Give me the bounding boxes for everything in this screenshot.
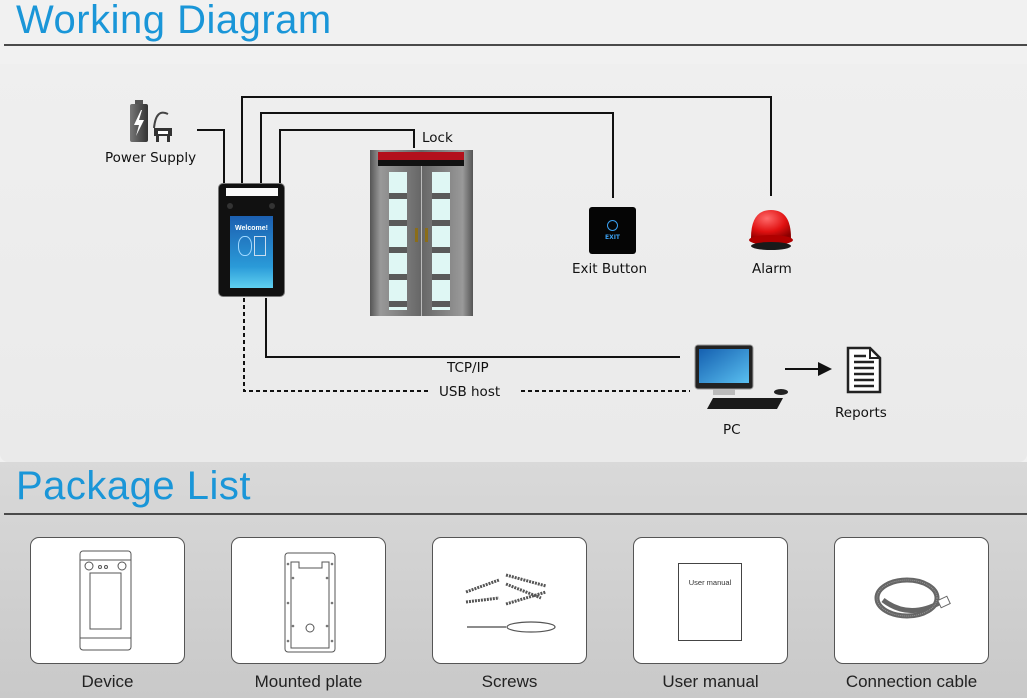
device-screen: Welcome! (230, 216, 273, 288)
door-split (421, 166, 422, 316)
tcp-ip-label: TCP/IP (447, 360, 489, 376)
package-label-user-manual: User manual (662, 672, 759, 691)
alarm-siren-icon (749, 210, 793, 250)
usb-host-label: USB host (439, 384, 501, 400)
exit-button-wire (260, 112, 614, 198)
package-label-device: Device (81, 672, 134, 691)
device-light-bar (226, 188, 278, 196)
title-divider (4, 44, 1027, 46)
package-item-user-manual: User manual (633, 537, 788, 664)
device-outline-icon (79, 550, 132, 651)
power-wire (197, 129, 225, 183)
reports-arrow-head (818, 362, 832, 376)
working-diagram-title: Working Diagram (16, 0, 332, 42)
door-handle-right (425, 228, 428, 242)
package-item-mounted-plate (231, 537, 386, 664)
manual-booklet-icon: User manual (678, 563, 742, 641)
lock-wire (279, 129, 415, 183)
pc-icon (694, 344, 788, 409)
wiring-lines (197, 96, 832, 392)
package-item-connection-cable (834, 537, 989, 664)
power-supply-icon (130, 100, 172, 142)
face-outline-icon (238, 236, 252, 256)
door-handle-left (415, 228, 418, 242)
tcpip-wire (265, 298, 680, 358)
door-outline-icon (254, 236, 266, 256)
package-list-title: Package List (16, 464, 252, 508)
package-label-screws: Screws (481, 672, 538, 691)
door-right-windows (432, 172, 450, 310)
mounted-plate-icon (284, 552, 336, 653)
package-item-device (30, 537, 185, 664)
cable-coil-icon (874, 577, 951, 619)
door-left-windows (389, 172, 407, 310)
door-lock-illustration (370, 150, 473, 316)
usb-host-wire-left (243, 298, 430, 392)
exit-button-label: Exit Button (572, 261, 648, 277)
package-item-screws (432, 537, 587, 664)
reports-label: Reports (835, 405, 887, 421)
face-recognition-device: Welcome! (218, 183, 285, 297)
exit-glyph: EXIT (604, 234, 621, 241)
lock-label: Lock (422, 130, 453, 146)
magnetic-lock (378, 152, 464, 160)
reports-document-icon (846, 346, 882, 394)
screws-icon (465, 573, 556, 633)
device-camera-icon (227, 203, 233, 209)
device-sensor-icon (269, 203, 275, 209)
alarm-label: Alarm (752, 261, 792, 277)
power-supply-label: Power Supply (105, 150, 197, 166)
pc-label: PC (723, 422, 741, 438)
manual-booklet-title: User manual (688, 578, 732, 587)
package-label-mounted-plate: Mounted plate (254, 672, 363, 691)
door-header (378, 160, 464, 166)
hand-icon (607, 220, 618, 231)
exit-button-illustration: EXIT (589, 207, 636, 254)
package-label-connection-cable: Connection cable (845, 672, 978, 691)
alarm-wire (241, 96, 772, 196)
package-divider (4, 513, 1027, 515)
device-welcome-text: Welcome! (235, 225, 268, 232)
